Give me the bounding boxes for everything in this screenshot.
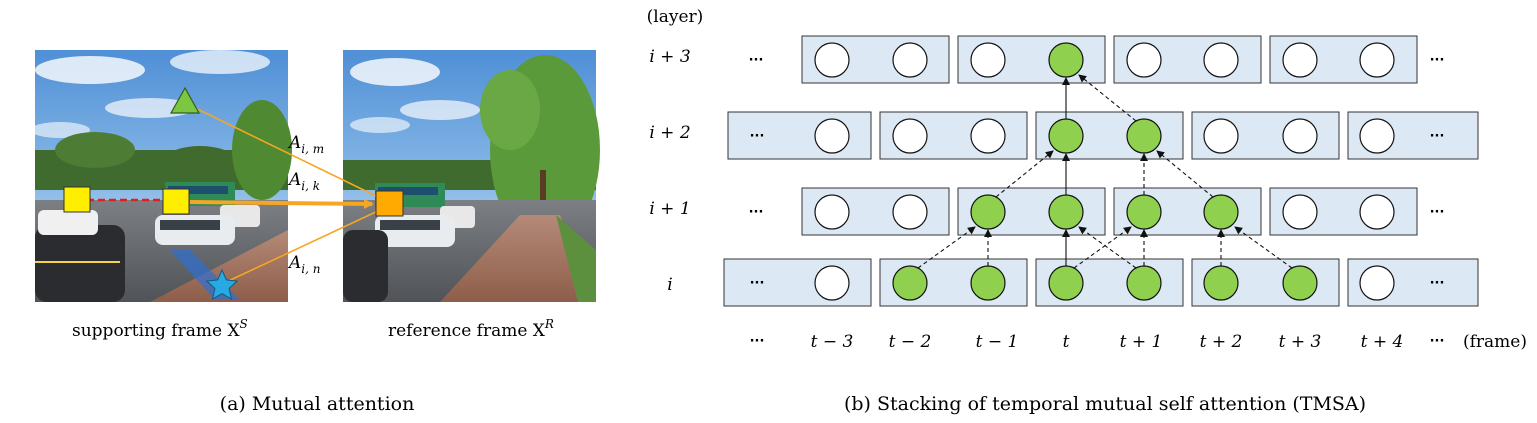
node-active: [1048, 118, 1084, 154]
node-active: [1048, 194, 1084, 230]
attention-label-k: Ai, k: [287, 170, 320, 193]
connections-layer-i: [917, 226, 1293, 269]
reference-frame-image: [343, 50, 600, 302]
layer-label-i3: i + 3: [649, 47, 690, 67]
connections-layer-i2: [1062, 74, 1137, 122]
node: [892, 194, 928, 230]
node-active: [1282, 265, 1318, 301]
node-active: [1126, 118, 1162, 154]
node: [1282, 42, 1318, 78]
frame-label: t + 1: [1120, 332, 1163, 352]
node: [814, 118, 850, 154]
ellipsis: ···: [1430, 205, 1445, 220]
node: [970, 42, 1006, 78]
frame-label: t + 4: [1361, 332, 1404, 352]
star-marker: [205, 268, 239, 300]
node-active: [1126, 265, 1162, 301]
supporting-frame-image: [30, 50, 292, 302]
panel-a: Ai, m Ai, k Ai, n supporting frame XS re…: [30, 50, 600, 415]
node: [1282, 118, 1318, 154]
node: [1359, 194, 1395, 230]
node: [1203, 42, 1239, 78]
node-active: [1048, 42, 1084, 78]
node: [970, 118, 1006, 154]
node: [1126, 42, 1162, 78]
ellipsis: ···: [1430, 129, 1445, 144]
attention-label-m: Ai, m: [287, 133, 324, 156]
node-active: [970, 194, 1006, 230]
attention-label-n: Ai, n: [287, 253, 320, 276]
square-marker-reference: [375, 190, 404, 217]
layer-header: (layer): [647, 7, 704, 27]
ellipsis: ···: [749, 53, 764, 68]
square-marker-source: [162, 188, 190, 215]
ellipsis: ···: [1430, 53, 1445, 68]
triangle-marker: [169, 86, 201, 114]
node: [814, 265, 850, 301]
frame-labels: ··· t − 3 t − 2 t − 1 t t + 1 t + 2 t + …: [750, 332, 1527, 352]
frame-label: t + 3: [1279, 332, 1322, 352]
node: [1359, 42, 1395, 78]
frame-label: t − 1: [976, 332, 1019, 352]
frame-label-ellipsis-left: ···: [750, 334, 765, 349]
node-active: [1203, 194, 1239, 230]
node-active: [1203, 265, 1239, 301]
panel-b-caption: (b) Stacking of temporal mutual self att…: [844, 393, 1366, 415]
node: [1359, 118, 1395, 154]
frame-label: t: [1063, 332, 1070, 352]
attention-line-m: [184, 102, 379, 198]
node-active: [892, 265, 928, 301]
node-active: [1126, 194, 1162, 230]
frame-label: t + 2: [1200, 332, 1243, 352]
supporting-frame-caption: supporting frame XS: [72, 317, 248, 341]
node-active: [1048, 265, 1084, 301]
layer-label-i2: i + 2: [649, 123, 690, 143]
node: [814, 42, 850, 78]
connections-layer-i1: [995, 150, 1214, 198]
row-i2: ··· ···: [727, 111, 1479, 160]
node: [892, 42, 928, 78]
attention-line-n: [221, 209, 381, 285]
frame-label: t − 2: [889, 332, 932, 352]
panel-a-caption: (a) Mutual attention: [220, 393, 415, 415]
reference-frame-caption: reference frame XR: [388, 317, 554, 341]
node: [1203, 118, 1239, 154]
ellipsis: ···: [750, 276, 765, 291]
layer-label-i1: i + 1: [649, 199, 690, 219]
row-i1: ··· ···: [749, 187, 1445, 236]
panel-b: (layer) i + 3 i + 2 i + 1 i ··· ··· ···: [647, 7, 1527, 415]
ellipsis: ···: [750, 129, 765, 144]
frame-header: (frame): [1463, 332, 1527, 352]
node-active: [970, 265, 1006, 301]
row-i3: ··· ···: [749, 35, 1445, 84]
node: [1359, 265, 1395, 301]
frame-label: t − 3: [811, 332, 854, 352]
node: [814, 194, 850, 230]
attention-line-k: [189, 198, 374, 209]
square-marker-left: [63, 186, 91, 213]
frame-label-ellipsis-right: ···: [1430, 334, 1445, 349]
node: [892, 118, 928, 154]
row-i: ··· ···: [723, 258, 1479, 307]
layer-label-i: i: [667, 275, 672, 295]
ellipsis: ···: [749, 205, 764, 220]
node: [1282, 194, 1318, 230]
ellipsis: ···: [1430, 276, 1445, 291]
